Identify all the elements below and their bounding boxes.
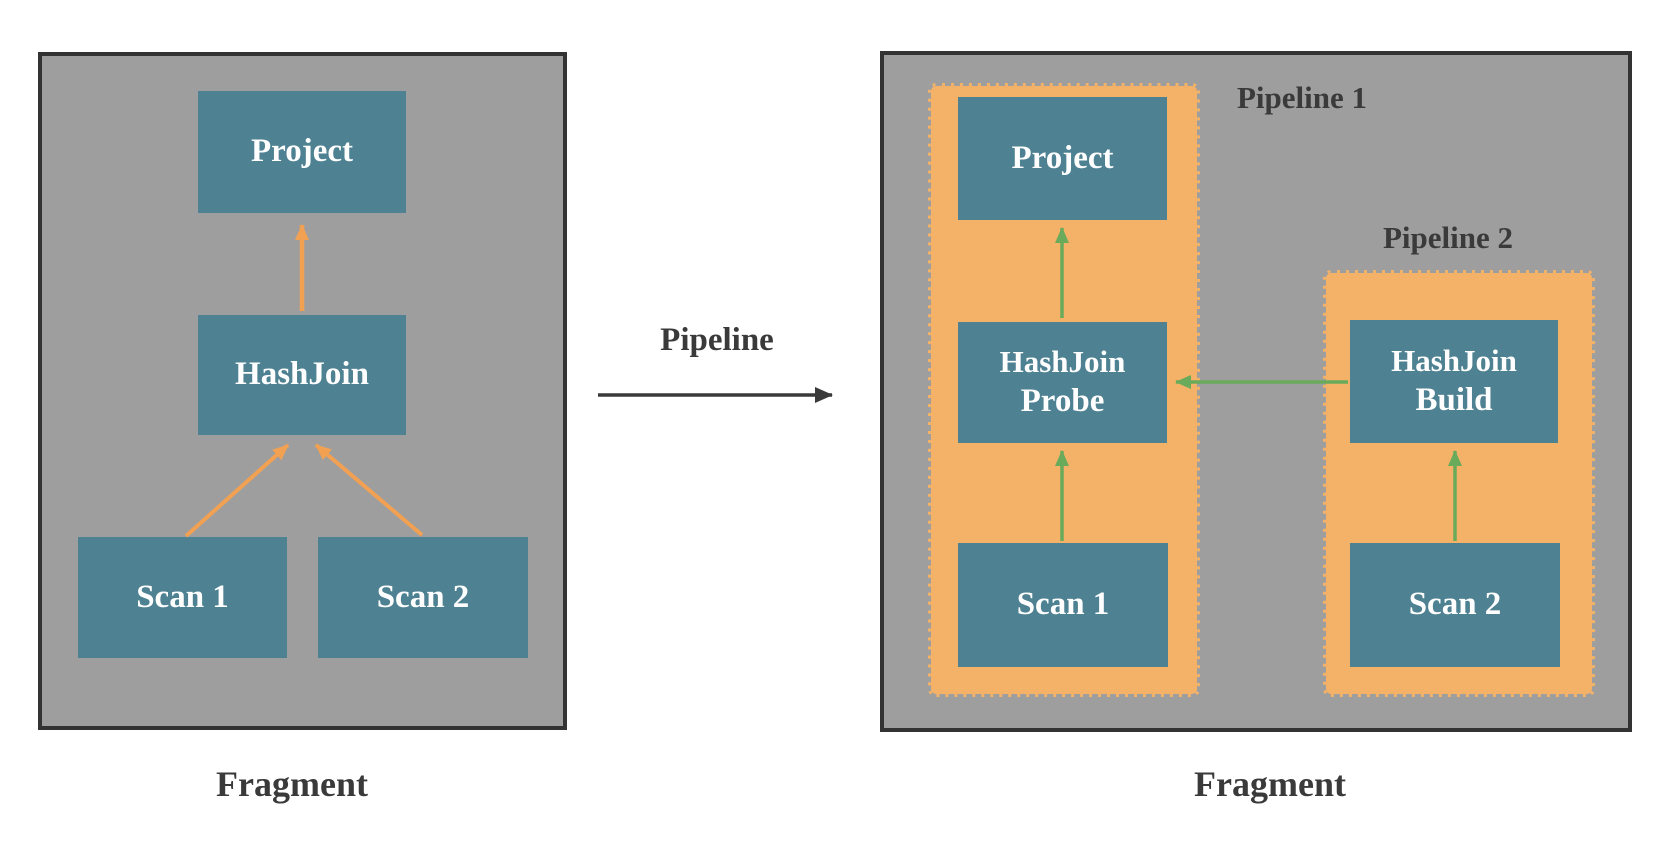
node-hashjoin: HashJoin [198,315,406,435]
node-label: Scan 1 [136,578,229,615]
node-scan2-left: Scan 2 [318,537,528,658]
pipeline2-label: Pipeline 2 [1382,220,1514,255]
node-label: Scan 2 [376,578,470,615]
node-label: HashJoin [235,356,369,393]
pipeline1-label: Pipeline 1 [1236,80,1368,115]
node-scan2-right: Scan 2 [1350,543,1560,667]
right-fragment-label: Fragment [1194,764,1346,804]
node-label-line1: HashJoin [999,343,1126,379]
node-label-line2: Build [1415,382,1493,419]
node-label: Project [251,133,353,170]
node-scan1-left: Scan 1 [78,537,287,658]
left-fragment-label: Fragment [216,764,368,804]
node-project-right: Project [958,97,1167,220]
node-hashjoin-probe: HashJoin Probe [958,322,1167,443]
node-label: Scan 1 [1016,586,1110,623]
node-label: Scan 2 [1408,586,1502,623]
node-hashjoin-build: HashJoin Build [1350,320,1558,443]
node-scan1-right: Scan 1 [958,543,1168,667]
node-project-left: Project [198,91,406,213]
node-label: Project [1011,139,1114,176]
pipeline-transform-label: Pipeline [660,322,774,358]
node-label-line2: Probe [1020,383,1105,420]
node-label-line1: HashJoin [1391,342,1517,378]
